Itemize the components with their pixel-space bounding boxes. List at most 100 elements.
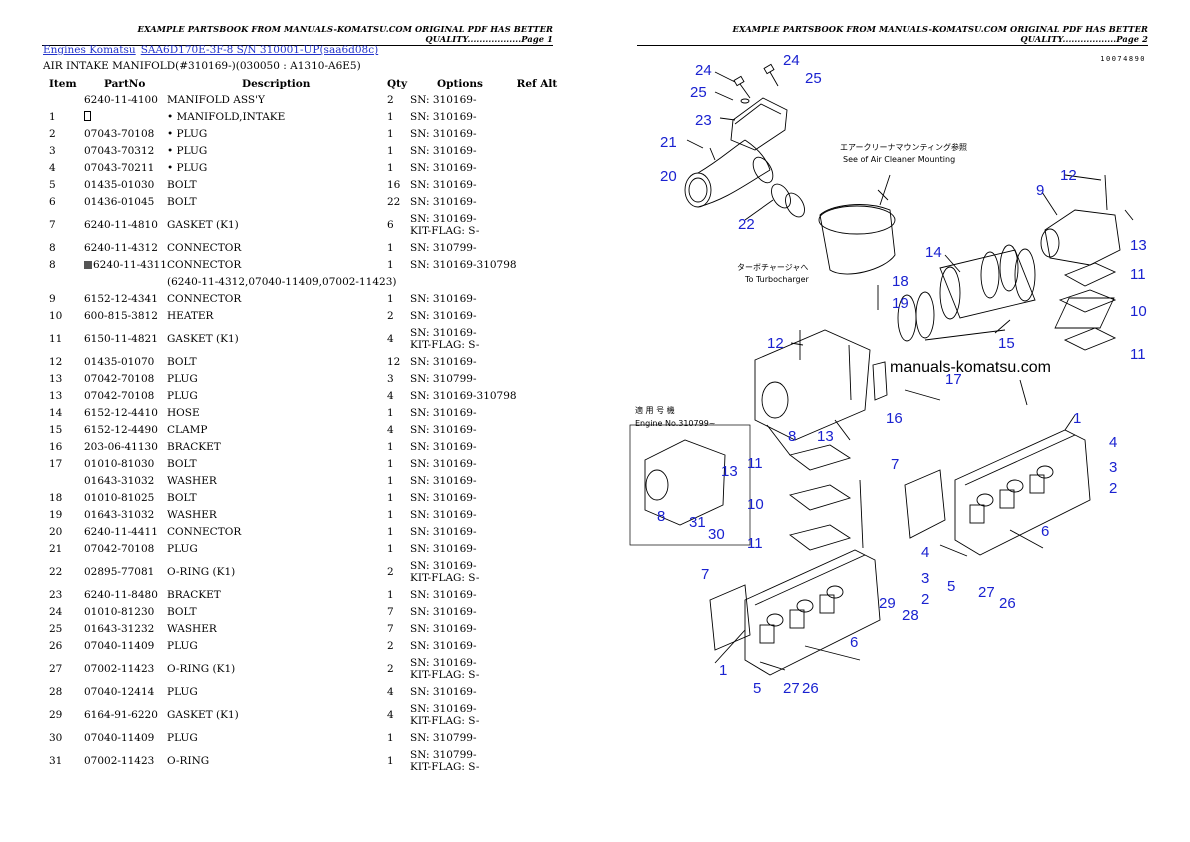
- partno-text: 6164-91-6220: [84, 708, 158, 721]
- option-sn: SN: 310169-: [410, 605, 477, 618]
- option-sn: SN: 310169-: [410, 525, 477, 538]
- callout-5a: 5: [947, 578, 955, 595]
- partno-text: 6150-11-4821: [84, 332, 158, 345]
- cell-refalt: [517, 160, 558, 177]
- partno-text: 01643-31032: [84, 508, 155, 521]
- callout-15: 15: [998, 335, 1015, 352]
- cell-partno: 01010-81230: [84, 604, 167, 621]
- option-sn: SN: 310169-310798: [410, 258, 517, 271]
- cell-description: O-RING (K1): [167, 565, 236, 578]
- right-page: EXAMPLE PARTSBOOK FROM MANUALS-KOMATSU.C…: [595, 0, 1190, 842]
- callout-31: 31: [689, 514, 706, 531]
- cell-description: PLUG: [167, 731, 198, 744]
- diagram-ref-number: 10074890: [1100, 55, 1146, 63]
- cell-qty: 2: [387, 662, 394, 675]
- cell-qty: 7: [387, 622, 394, 635]
- cell-qty: 1: [387, 754, 394, 767]
- cell-options: SN: 310169-: [410, 308, 517, 325]
- cell-description: CONNECTOR: [167, 525, 242, 538]
- cell-partno: 07042-70108: [84, 541, 167, 558]
- cell-qty: 2: [387, 639, 394, 652]
- cell-refalt: [517, 194, 558, 211]
- cell-qty: 16: [387, 178, 401, 191]
- partno-text: 01643-31232: [84, 622, 155, 635]
- cell-description: CONNECTOR: [167, 258, 242, 271]
- cell-options: SN: 310169-310798: [410, 388, 517, 405]
- partno-text: 07002-11423: [84, 662, 155, 675]
- callout-11d: 11: [747, 535, 763, 552]
- partno-text: 6152-12-4341: [84, 292, 158, 305]
- cell-item: 24: [49, 605, 63, 618]
- note-turbo-en: To Turbocharger: [744, 275, 809, 284]
- cell-item: 1: [49, 110, 56, 123]
- cell-options: SN: 310169-: [410, 490, 517, 507]
- callout-21: 21: [660, 134, 677, 151]
- col-header-item: Item: [49, 77, 77, 90]
- cell-qty: 2: [387, 565, 394, 578]
- cell-refalt: [517, 587, 558, 604]
- option-sn: SN: 310169-: [410, 195, 477, 208]
- partno-text: 01010-81030: [84, 457, 155, 470]
- cell-description: WASHER: [167, 622, 217, 635]
- callout-25a: 25: [690, 84, 707, 101]
- cell-description: GASKET (K1): [167, 218, 239, 231]
- callout-2a: 2: [1109, 480, 1117, 497]
- callout-13a: 13: [1130, 237, 1147, 254]
- cell-refalt: [517, 143, 558, 160]
- callout-14: 14: [925, 244, 942, 261]
- cell-partno: 6240-11-4810: [84, 211, 167, 240]
- cell-partno: 07043-70211: [84, 160, 167, 177]
- option-sn: SN: 310169-: [410, 474, 477, 487]
- partno-text: 203-06-41130: [84, 440, 158, 453]
- partno-text: 07042-70108: [84, 389, 155, 402]
- option-sn: SN: 310169-: [410, 178, 477, 191]
- cell-refalt: [517, 354, 558, 371]
- cell-refalt: [517, 558, 558, 587]
- partno-text: 07040-11409: [84, 731, 155, 744]
- cell-item: 22: [49, 565, 63, 578]
- cell-refalt: [517, 638, 558, 655]
- breadcrumb-link-model[interactable]: SAA6D170E-3F-8 S/N 310001-UP(saa6d08c): [140, 44, 379, 56]
- cell-partno: 6240-11-4312: [84, 240, 167, 257]
- cell-options: SN: 310169-: [410, 587, 517, 604]
- col-header-partno: PartNo: [104, 77, 146, 90]
- cell-refalt: [517, 126, 558, 143]
- cell-options: SN: 310169-: [410, 291, 517, 308]
- cell-description: BOLT: [167, 355, 197, 368]
- breadcrumb-link-engines[interactable]: Engines Komatsu: [43, 44, 136, 56]
- cell-partno: 01010-81025: [84, 490, 167, 507]
- callout-23: 23: [695, 112, 712, 129]
- callout-19: 19: [892, 295, 909, 312]
- cell-options: SN: 310169-: [410, 422, 517, 439]
- cell-refalt: [517, 388, 558, 405]
- cell-qty: 1: [387, 258, 394, 271]
- callout-1a: 1: [1073, 410, 1081, 427]
- cell-description: CONNECTOR: [167, 241, 242, 254]
- cell-item: 8: [49, 258, 56, 271]
- callout-12a: 12: [1060, 167, 1077, 184]
- partno-text: 01643-31032: [84, 474, 155, 487]
- cell-description: • MANIFOLD,INTAKE: [167, 110, 286, 123]
- note-engine-jp: 適 用 号 機: [635, 405, 675, 415]
- callout-24b: 24: [783, 52, 800, 69]
- cell-qty: 1: [387, 457, 394, 470]
- cell-options: SN: 310169-KIT-FLAG: S-: [410, 701, 517, 730]
- callout-8b: 8: [657, 508, 665, 525]
- callout-29: 29: [879, 595, 896, 612]
- callout-1b: 1: [719, 662, 727, 679]
- cell-qty: 1: [387, 127, 394, 140]
- partno-text: 07042-70108: [84, 372, 155, 385]
- option-sn: SN: 310169-: [410, 110, 477, 123]
